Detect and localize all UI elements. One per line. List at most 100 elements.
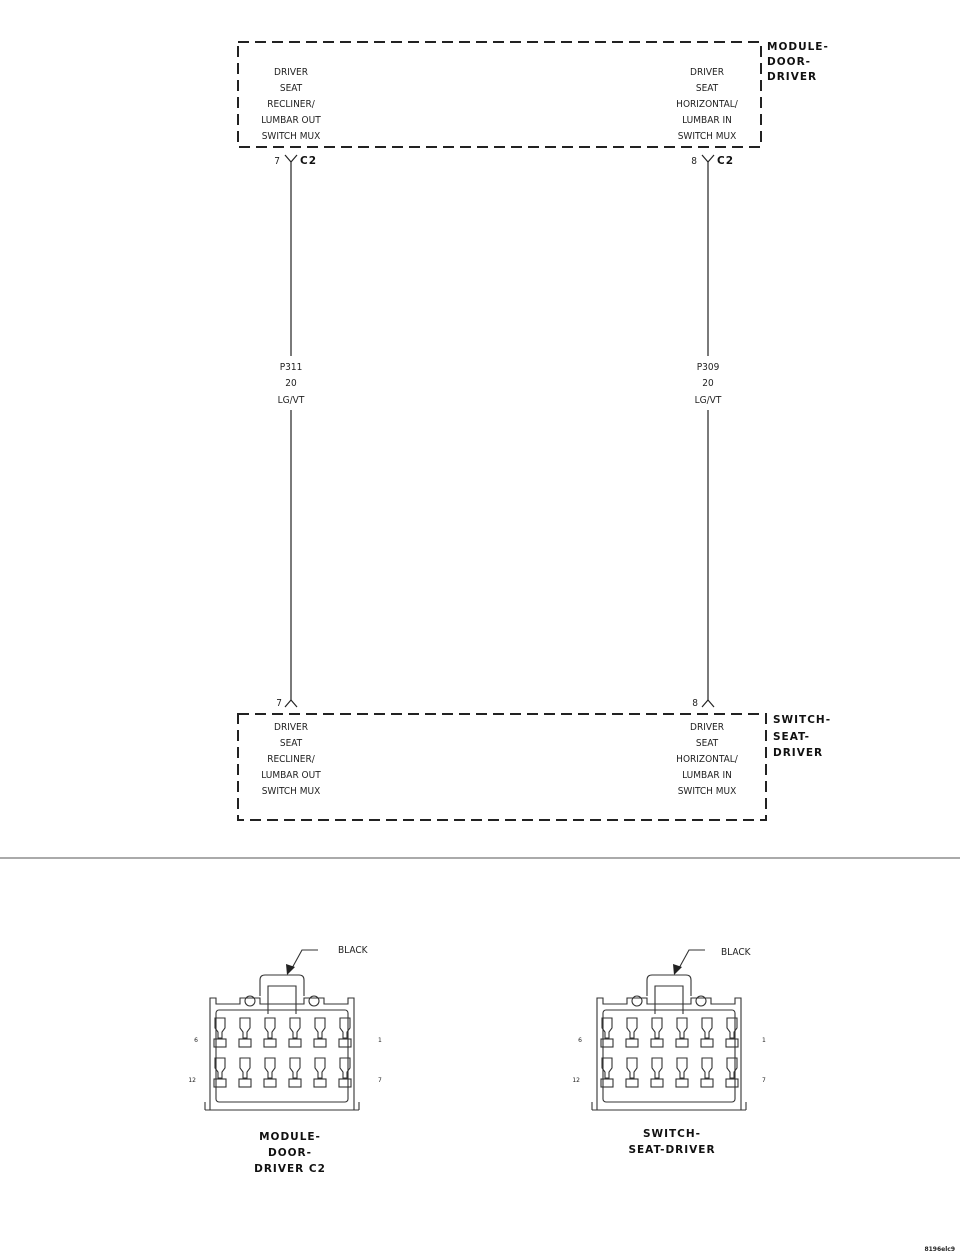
wire-p311-color: LG/VT xyxy=(278,395,305,406)
terminal-seat xyxy=(625,1038,639,1048)
connector-2-color: BLACK xyxy=(721,947,752,958)
terminal-seat xyxy=(650,1078,664,1088)
switch-left-terminal-icon xyxy=(284,699,298,708)
terminal-cavity xyxy=(239,1017,251,1039)
module-right-connector: C2 xyxy=(717,155,734,167)
connector-1-pin-top-right: 1 xyxy=(378,1037,382,1044)
terminal-cavity xyxy=(676,1017,688,1039)
wire-p309-gauge: 20 xyxy=(702,378,714,389)
switch-seat-driver-outline xyxy=(237,713,767,821)
connector-2-pin-bottom-left: 12 xyxy=(572,1077,580,1084)
terminal-cavity xyxy=(701,1057,713,1079)
module-left-function-line: SEAT xyxy=(280,83,303,94)
module-right-function-line: HORIZONTAL/ xyxy=(676,99,739,110)
switch-seat-driver: 7 8 SWITCH- SEAT- DRIVER DRIVER SEAT REC… xyxy=(237,698,830,821)
terminal-cavity xyxy=(214,1017,226,1039)
lock-tab xyxy=(259,974,305,996)
housing-outline xyxy=(596,997,742,1110)
connector-1-title-line: DOOR- xyxy=(268,1147,312,1159)
switch-left-function-line: SWITCH MUX xyxy=(262,786,321,797)
terminal-seat xyxy=(675,1038,689,1048)
module-right-terminal-icon xyxy=(701,154,715,163)
switch-left-function-line: LUMBAR OUT xyxy=(261,770,321,781)
terminal-seat xyxy=(288,1078,302,1088)
switch-left-pin: 7 xyxy=(276,698,282,709)
module-right-function: DRIVER SEAT HORIZONTAL/ LUMBAR IN SWITCH… xyxy=(676,67,739,142)
terminal-cavity xyxy=(214,1057,226,1079)
terminal-seat xyxy=(600,1038,614,1048)
terminal-seat xyxy=(238,1038,252,1048)
switch-right-function-line: SEAT xyxy=(696,738,719,749)
terminal-seat xyxy=(213,1038,227,1048)
terminal-seat xyxy=(313,1038,327,1048)
terminal-seat xyxy=(700,1038,714,1048)
terminal-cavity xyxy=(339,1057,351,1079)
terminal-cavity xyxy=(314,1057,326,1079)
connector-1-title: MODULE- DOOR- DRIVER C2 xyxy=(254,1131,326,1175)
wire-p309: P309 20 LG/VT xyxy=(695,162,722,700)
switch-left-function-line: DRIVER xyxy=(274,722,308,733)
terminal-seat xyxy=(700,1078,714,1088)
connector-face-2 xyxy=(591,949,747,1111)
lock-latch xyxy=(267,985,297,1014)
terminal-cavity xyxy=(626,1017,638,1039)
terminal-cavity xyxy=(601,1017,613,1039)
figure-id: 8196elc9 xyxy=(924,1246,955,1253)
terminal-seat xyxy=(600,1078,614,1088)
wire-p311-circuit: P311 xyxy=(280,362,303,373)
terminal-cavity xyxy=(701,1017,713,1039)
connector-2-pin-top-right: 1 xyxy=(762,1037,766,1044)
module-name-line-1: MODULE- xyxy=(767,41,829,53)
connector-face-1 xyxy=(204,949,360,1111)
wire-p309-color: LG/VT xyxy=(695,395,722,406)
module-left-function-line: LUMBAR OUT xyxy=(261,115,321,126)
wire-p309-circuit: P309 xyxy=(697,362,720,373)
guide-post-right xyxy=(308,995,320,1007)
connector-1-pin-bottom-right: 7 xyxy=(378,1077,382,1084)
terminal-seat xyxy=(213,1078,227,1088)
module-name-line-3: DRIVER xyxy=(767,71,817,83)
switch-name-line-2: SEAT- xyxy=(773,731,810,743)
terminal-cavity xyxy=(676,1057,688,1079)
terminal-cavity xyxy=(651,1017,663,1039)
guide-post-left xyxy=(631,995,643,1007)
terminal-seat xyxy=(263,1078,277,1088)
terminal-seat xyxy=(313,1078,327,1088)
guide-post-left xyxy=(244,995,256,1007)
module-right-function-line: DRIVER xyxy=(690,67,724,78)
lock-tab xyxy=(646,974,692,996)
connector-1-title-line: DRIVER C2 xyxy=(254,1163,326,1175)
module-door-driver-outline xyxy=(237,41,762,148)
module-right-pin: 8 xyxy=(691,156,697,167)
terminal-seat xyxy=(338,1038,352,1048)
terminal-seat xyxy=(650,1038,664,1048)
terminal-cavity xyxy=(339,1017,351,1039)
color-leader-arrow-icon xyxy=(673,964,682,975)
wire-p311-gauge: 20 xyxy=(285,378,297,389)
module-left-function-line: SWITCH MUX xyxy=(262,131,321,142)
switch-left-function: DRIVER SEAT RECLINER/ LUMBAR OUT SWITCH … xyxy=(261,722,321,797)
terminal-cavity xyxy=(314,1017,326,1039)
wire-p311: P311 20 LG/VT xyxy=(278,162,305,700)
housing-outline xyxy=(209,997,355,1110)
terminal-cavity xyxy=(626,1057,638,1079)
module-left-function-line: RECLINER/ xyxy=(267,99,316,110)
connector-2-title-line: SEAT-DRIVER xyxy=(628,1144,715,1156)
switch-right-terminal-icon xyxy=(701,699,715,708)
color-leader-arrow-icon xyxy=(286,964,295,975)
connector-2-title: SWITCH- SEAT-DRIVER xyxy=(628,1128,715,1156)
switch-left-function-line: RECLINER/ xyxy=(267,754,316,765)
color-leader-line xyxy=(290,949,318,971)
switch-name-line-3: DRIVER xyxy=(773,747,823,759)
connector-1-title-line: MODULE- xyxy=(259,1131,321,1143)
connector-2-pin-bottom-right: 7 xyxy=(762,1077,766,1084)
connector-1-pin-bottom-left: 12 xyxy=(188,1077,196,1084)
terminal-cavity xyxy=(601,1057,613,1079)
switch-right-function-line: DRIVER xyxy=(690,722,724,733)
terminal-cavity xyxy=(726,1017,738,1039)
module-right-function-line: LUMBAR IN xyxy=(682,115,732,126)
switch-right-function: DRIVER SEAT HORIZONTAL/ LUMBAR IN SWITCH… xyxy=(676,722,739,797)
color-leader-line xyxy=(677,949,705,971)
module-left-pin: 7 xyxy=(274,156,280,167)
